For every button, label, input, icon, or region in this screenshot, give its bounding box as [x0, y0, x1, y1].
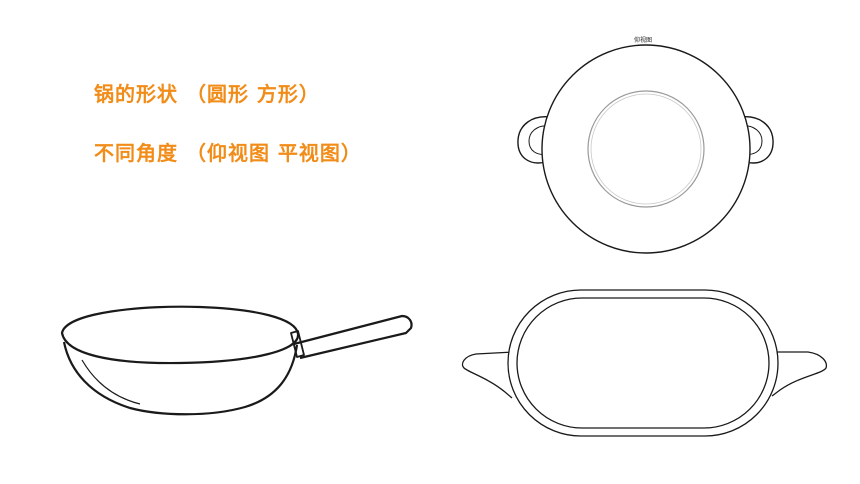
oval-pot-left-handle — [461, 351, 515, 399]
wok-body-edge — [81, 359, 141, 405]
round-pot-left-handle — [517, 116, 551, 164]
round-pot-left-handle-inner — [528, 125, 549, 155]
oval-pot-outer-rim — [507, 289, 779, 437]
wok-handle — [293, 314, 413, 360]
wok-rim — [60, 305, 300, 365]
wok-handle-collar — [290, 330, 305, 358]
round-pot-right-handle-inner — [742, 125, 763, 155]
oval-pot-inner-rim — [516, 297, 770, 429]
round-pot-drawing — [517, 44, 774, 254]
round-pot-base-inner — [590, 93, 702, 205]
wok-body — [62, 341, 299, 416]
heading-view-angles: 不同角度 （仰视图 平视图） — [94, 141, 362, 165]
round-pot-base — [587, 90, 705, 208]
heading-pot-shapes: 锅的形状 （圆形 方形） — [94, 82, 320, 106]
round-pot-right-handle — [740, 116, 774, 164]
round-pot-view-label: 仰视图 — [634, 37, 653, 44]
oval-pot-right-handle — [771, 351, 828, 397]
wok-side-view-drawing — [60, 305, 413, 416]
round-pot-rim — [541, 44, 751, 254]
oval-pot-drawing — [461, 289, 828, 437]
